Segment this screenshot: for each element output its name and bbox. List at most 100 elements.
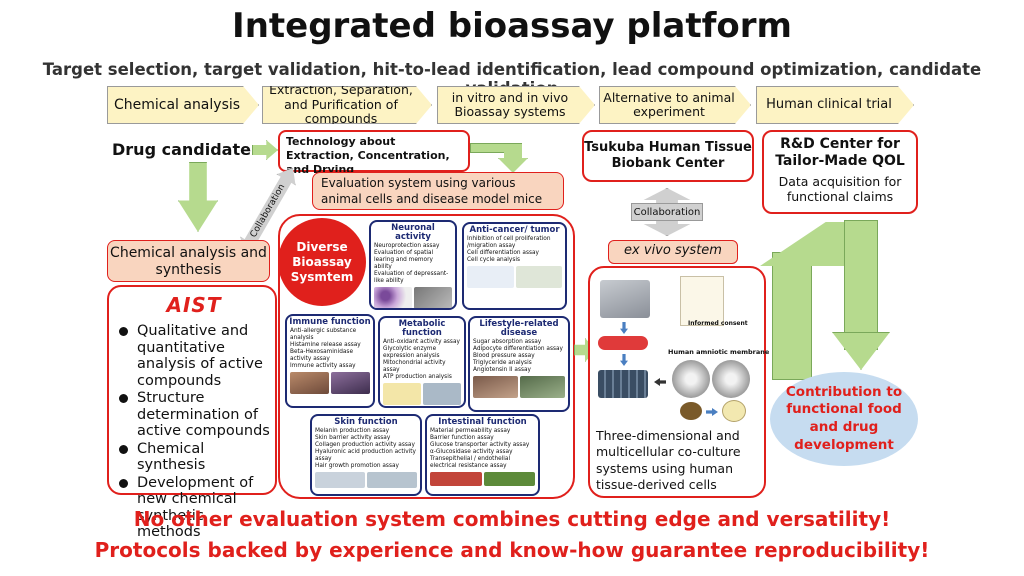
ex-vivo-label: ex vivo system: [608, 240, 738, 264]
panel-item: Blood pressure assay: [473, 352, 535, 359]
panel-title: Intestinal function: [438, 417, 527, 427]
flow-step-extraction: Extraction, Separation, and Purification…: [262, 86, 432, 124]
contribution-oval: Contribution to functional food and drug…: [770, 372, 918, 466]
panel-item: Anti-oxidant activity assay: [383, 338, 460, 345]
flow-step-label: Chemical analysis: [113, 96, 241, 113]
panel-images: [380, 381, 464, 406]
panel-list: Sugar absorption assay Adipocyte differe…: [470, 339, 568, 374]
tissue-image: [483, 471, 535, 486]
flow-step-clinical-trial: Human clinical trial: [756, 86, 914, 124]
panel-item: Hair growth promotion assay: [315, 462, 399, 469]
panel-item: Anti-allergic substance analysis: [290, 327, 357, 341]
panel-list: Anti-allergic substance analysis Histami…: [287, 328, 373, 370]
cell-image: [290, 371, 329, 394]
mouse-image: [414, 286, 452, 308]
panel-title: Metabolic function: [398, 319, 446, 338]
flow-step-label: Extraction, Separation, and Purification…: [269, 82, 413, 127]
panel-lifestyle: Lifestyle-related disease Sugar absorpti…: [468, 316, 570, 412]
panel-images: [287, 370, 373, 396]
panel-images: [312, 470, 420, 490]
rd-center-box: R&D Center for Tailor-Made QOL Data acqu…: [762, 130, 918, 214]
panel-images: [427, 470, 538, 488]
panel-item: Adipocyte differentiation assay: [473, 345, 563, 352]
panel-title: Anti-cancer/ tumor: [469, 225, 560, 235]
panel-item: Neuroprotection assay: [374, 242, 440, 249]
rd-center-title: R&D Center for Tailor-Made QOL: [775, 136, 905, 169]
arrow-down-icon: [178, 162, 218, 232]
aist-list: Qualitative and quantitative analysis of…: [117, 323, 271, 541]
aist-box: AIST Qualitative and quantitative analys…: [107, 285, 277, 540]
diverse-bioassay-circle: Diverse Bioassay Sysmtem: [278, 218, 366, 306]
flow-step-label: in vitro and in vivo Bioassay systems: [451, 89, 569, 119]
panel-title: Lifestyle-related disease: [479, 319, 559, 338]
aist-item: Qualitative and quantitative analysis of…: [117, 323, 271, 389]
cell-image: [515, 265, 562, 288]
rd-center-desc: Data acquisition for functional claims: [778, 173, 902, 205]
panel-item: Collagen production activity assay: [315, 441, 415, 448]
spheroid-image: [722, 400, 746, 422]
panel-item: Triglyceride analysis: [473, 359, 532, 366]
cell-image: [423, 382, 461, 405]
panel-item: Cell differentiation assay: [467, 249, 539, 256]
aist-item: Structure determination of active compou…: [117, 390, 271, 440]
evaluation-system-box: Evaluation system using various animal c…: [312, 172, 564, 210]
aist-logo: AIST: [166, 293, 222, 317]
panel-item: Mitochondrial activity assay: [383, 359, 446, 373]
panel-list: Melanin production assay Skin barrier ac…: [312, 428, 420, 470]
collaboration-label: Collaboration: [631, 203, 703, 221]
panel-item: Evaluation of depressant-like ability: [374, 270, 449, 284]
flow-step-label: Alternative to animal experiment: [603, 89, 735, 119]
panel-neuronal: Neuronal activity Neuroprotection assay …: [369, 220, 457, 310]
panel-item: Material permeability assay: [430, 427, 511, 434]
arrow-up-shaft: [772, 252, 812, 380]
well-plate-image: [598, 370, 648, 398]
amniotic-label: Human amniotic membrane: [668, 348, 770, 356]
arrow-down-icon: [620, 354, 628, 366]
cell-image: [315, 471, 365, 488]
panel-images: [371, 285, 455, 308]
flow-step-bioassay: in vitro and in vivo Bioassay systems: [437, 86, 595, 124]
panel-item: Histamine release assay: [290, 341, 361, 348]
chemical-analysis-box: Chemical analysis and synthesis: [107, 240, 270, 282]
panel-images: [464, 264, 565, 290]
consent-document-image: [680, 276, 724, 326]
arrow-down-head-icon: [832, 332, 890, 370]
arrow-left-icon: [654, 378, 666, 386]
membrane-dish-image: [712, 360, 750, 398]
panel-item: α-Glucosidase activity assay: [430, 448, 513, 455]
panel-list: Inhibition of cell proliferation /migrat…: [464, 236, 565, 264]
page-title: Integrated bioassay platform: [232, 6, 792, 46]
flow-step-alternative: Alternative to animal experiment: [599, 86, 751, 124]
panel-item: Inhibition of cell proliferation /migrat…: [467, 235, 551, 249]
panel-item: Melanin production assay: [315, 427, 390, 434]
panel-item: Angiotensin II assay: [473, 366, 531, 373]
footer-line-2: Protocols backed by experience and know-…: [94, 538, 930, 562]
three-d-description: Three-dimensional and multicellular co-c…: [596, 428, 741, 492]
aist-item: Development of new chemical synthetic me…: [117, 475, 271, 541]
panel-title: Neuronal activity: [391, 223, 435, 242]
tissue-sample-image: [680, 402, 702, 420]
cell-image: [383, 382, 421, 405]
panel-title: Immune function: [289, 317, 371, 327]
cell-image: [473, 375, 518, 398]
panel-title: Skin function: [334, 417, 398, 427]
panel-skin: Skin function Melanin production assay S…: [310, 414, 422, 496]
panel-item: Glycolytic enzyme expression analysis: [383, 345, 440, 359]
panel-item: Evaluation of spatial learing and memory…: [374, 249, 434, 270]
lab-photo-image: [600, 280, 650, 318]
tissue-image: [430, 471, 482, 486]
tube-image: [598, 336, 648, 350]
cell-image: [367, 471, 417, 488]
panel-item: Immune activity assay: [290, 362, 356, 369]
flow-step-label: Human clinical trial: [766, 96, 892, 112]
footer-line-1: No other evaluation system combines cutt…: [133, 507, 891, 531]
panel-immune: Immune function Anti-allergic substance …: [285, 314, 375, 408]
panel-item: Barrier function assay: [430, 434, 494, 441]
tsukuba-box: Tsukuba Human Tissue Biobank Center: [582, 130, 754, 182]
panel-anticancer: Anti-cancer/ tumor Inhibition of cell pr…: [462, 222, 567, 310]
panel-metabolic: Metabolic function Anti-oxidant activity…: [378, 316, 466, 408]
panel-list: Neuroprotection assay Evaluation of spat…: [371, 243, 455, 285]
panel-item: Cell cycle analysis: [467, 256, 520, 263]
panel-item: Sugar absorption assay: [473, 338, 542, 345]
panel-list: Anti-oxidant activity assay Glycolytic e…: [380, 339, 464, 381]
